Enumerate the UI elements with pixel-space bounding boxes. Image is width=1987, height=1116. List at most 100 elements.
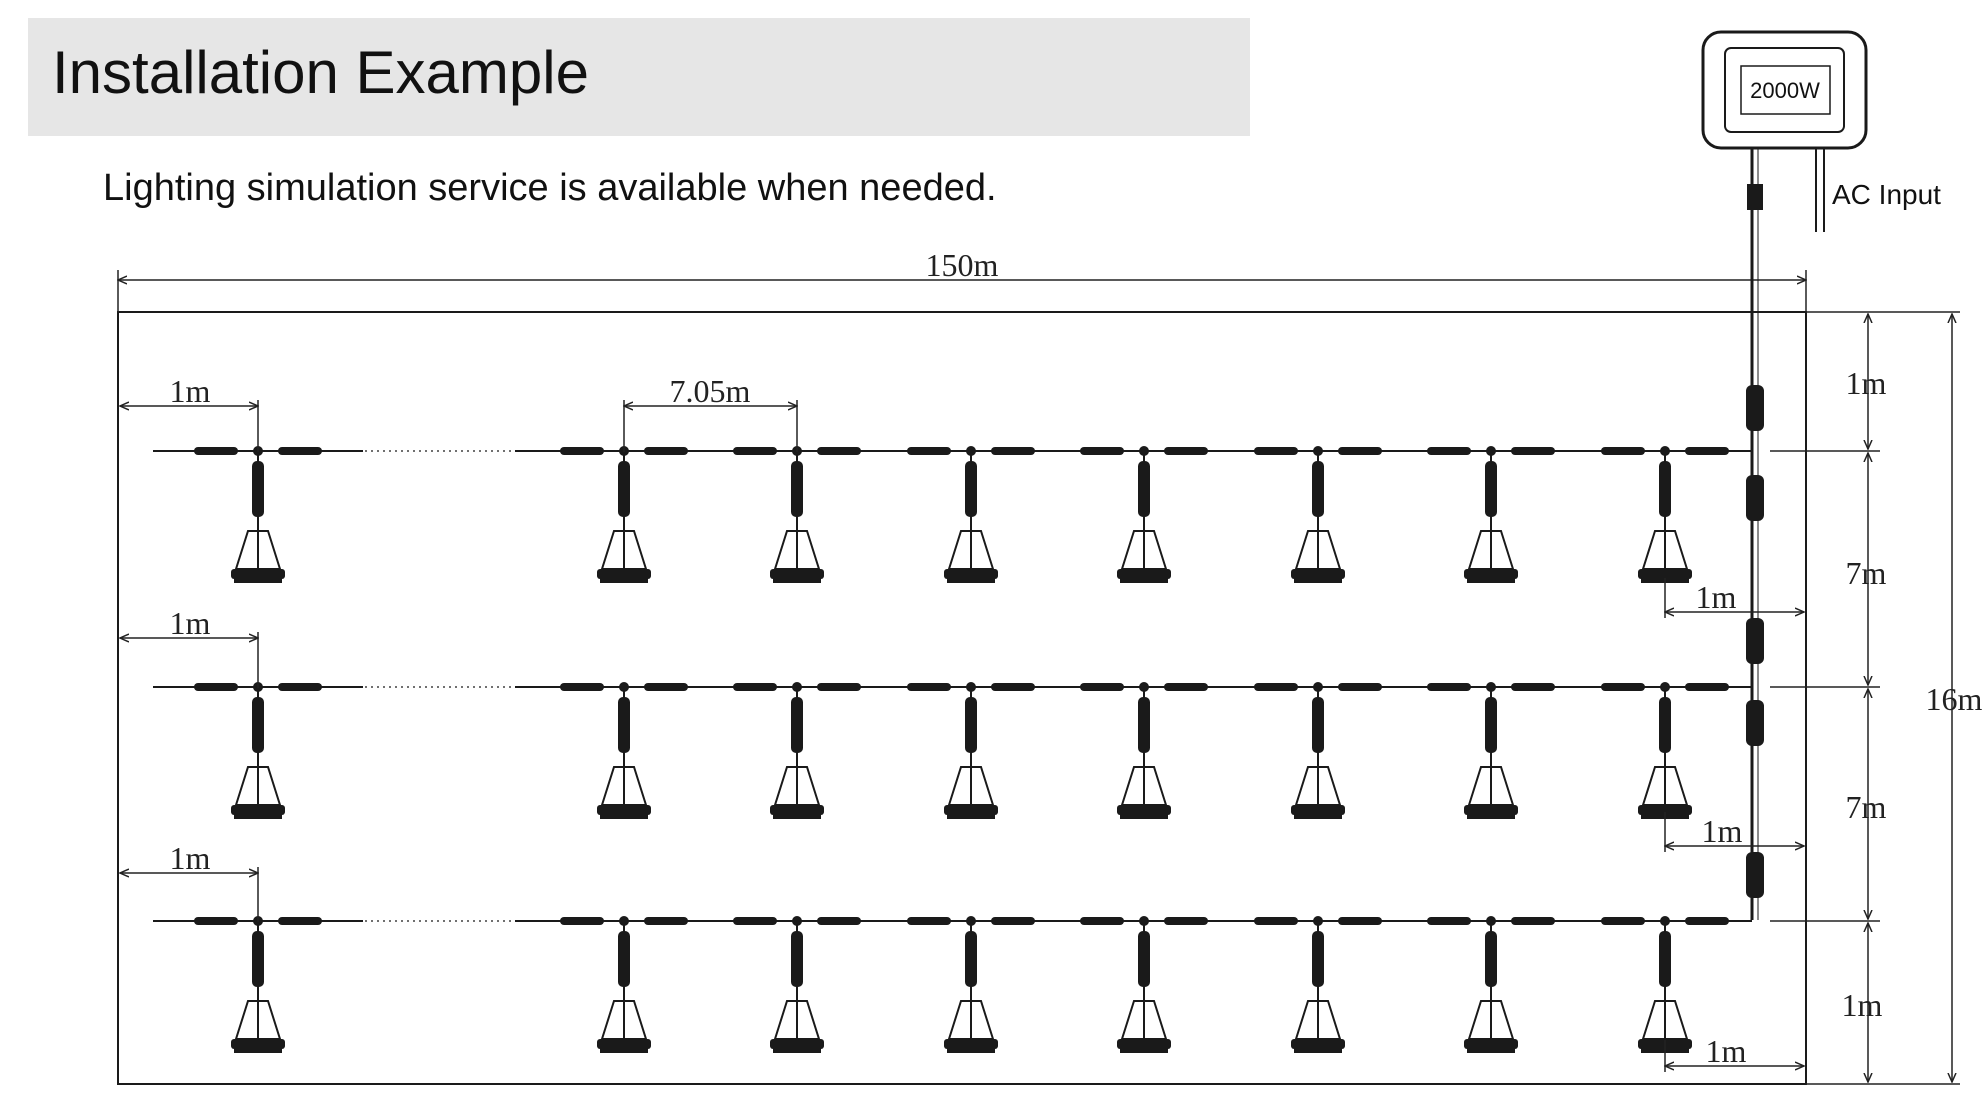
row-3-connector-1-a bbox=[194, 917, 238, 925]
row-2-connector-3-b bbox=[817, 683, 861, 691]
row-3-fixture-8 bbox=[1638, 921, 1692, 1053]
row-2-fixture-7-lamp-body bbox=[1464, 805, 1518, 815]
row-3-connector-6-a bbox=[1254, 917, 1298, 925]
row-1-fixture-8-lamp-body bbox=[1638, 569, 1692, 579]
row-3-connector-8-a bbox=[1601, 917, 1645, 925]
row-3-fixture-7-lamp-body bbox=[1464, 1039, 1518, 1049]
dim-right-row-1: 1m bbox=[1665, 578, 1804, 618]
row-1-fixture-5-lamp-base bbox=[1120, 579, 1168, 583]
row-2-connector-2-b bbox=[644, 683, 688, 691]
row-2-fixture-6-drop-connector bbox=[1312, 697, 1324, 753]
row-1-fixture-6-lamp-body bbox=[1291, 569, 1345, 579]
row-2-fixture-3-lamp-base bbox=[773, 815, 821, 819]
row-1-fixture-6 bbox=[1291, 451, 1345, 583]
row-1-fixture-5-drop-connector bbox=[1138, 461, 1150, 517]
row-2-fixture-6-lamp-body bbox=[1291, 805, 1345, 815]
dim-right-row-2-label: 1m bbox=[1702, 813, 1743, 849]
row-2-fixture-7-lamp-base bbox=[1467, 815, 1515, 819]
row-2-connector-4-a bbox=[907, 683, 951, 691]
row-1-fixture-2 bbox=[597, 451, 651, 583]
row-3-fixture-5 bbox=[1117, 921, 1171, 1053]
row-3-fixture-4-lamp-body bbox=[944, 1039, 998, 1049]
row-1-fixture-1-drop-connector bbox=[252, 461, 264, 517]
row-3-connector-8-b bbox=[1685, 917, 1729, 925]
dim-left-row-3: 1m bbox=[120, 840, 258, 922]
dim-right-row-3-label: 1m bbox=[1706, 1033, 1747, 1069]
row-2-fixture-3 bbox=[770, 687, 824, 819]
row-2-fixture-1-drop-connector bbox=[252, 697, 264, 753]
row-2-fixture-4-drop-connector bbox=[965, 697, 977, 753]
row-3-fixture-2-lamp-body bbox=[597, 1039, 651, 1049]
row-3-fixture-6-drop-connector bbox=[1312, 931, 1324, 987]
row-3-connector-3-a bbox=[733, 917, 777, 925]
row-1-fixture-7 bbox=[1464, 451, 1518, 583]
row-1-connector-7-b bbox=[1511, 447, 1555, 455]
dim-right-row-2: 1m bbox=[1665, 812, 1804, 852]
row-2-connector-4-b bbox=[991, 683, 1035, 691]
row-3-connector-1-b bbox=[278, 917, 322, 925]
row-1-fixture-7-lamp-base bbox=[1467, 579, 1515, 583]
row-2-fixture-3-lamp-body bbox=[770, 805, 824, 815]
dim-left-row-1-label: 1m bbox=[170, 373, 211, 409]
row-3-fixture-1-drop-connector bbox=[252, 931, 264, 987]
row-1-fixture-5-lamp-body bbox=[1117, 569, 1171, 579]
row-2-fixture-5-lamp-body bbox=[1117, 805, 1171, 815]
row-3-fixture-8-drop-connector bbox=[1659, 931, 1671, 987]
row-1-connector-3-a bbox=[733, 447, 777, 455]
row-2-fixture-5-drop-connector bbox=[1138, 697, 1150, 753]
power-supply-label-box bbox=[1740, 65, 1831, 115]
row-2-connector-5-a bbox=[1080, 683, 1124, 691]
feed-connector bbox=[1747, 184, 1763, 210]
row-1-fixture-4-drop-connector bbox=[965, 461, 977, 517]
row-1-connector-8-b bbox=[1685, 447, 1729, 455]
dim-label-total-length: 150m bbox=[926, 247, 999, 283]
row-1-fixture-7-lamp-body bbox=[1464, 569, 1518, 579]
row-3-connector-4-a bbox=[907, 917, 951, 925]
feed-splice-5 bbox=[1746, 852, 1764, 898]
row-2-fixture-4 bbox=[944, 687, 998, 819]
row-1-connector-6-b bbox=[1338, 447, 1382, 455]
row-3-fixture-6 bbox=[1291, 921, 1345, 1053]
row-2-connector-8-a bbox=[1601, 683, 1645, 691]
row-3-fixture-3-lamp-body bbox=[770, 1039, 824, 1049]
row-3-fixture-5-drop-connector bbox=[1138, 931, 1150, 987]
row-3-fixture-3-lamp-base bbox=[773, 1049, 821, 1053]
row-2-fixture-7-drop-connector bbox=[1485, 697, 1497, 753]
dim-left-row-2-label: 1m bbox=[170, 605, 211, 641]
row-3-fixture-1-lamp-body bbox=[231, 1039, 285, 1049]
row-3-fixture-1-lamp-base bbox=[234, 1049, 282, 1053]
row-2-fixture-5-lamp-base bbox=[1120, 815, 1168, 819]
row-3-fixture-4 bbox=[944, 921, 998, 1053]
dim-edge-top-label: 1m bbox=[1846, 365, 1887, 401]
row-3-fixture-1 bbox=[231, 921, 285, 1053]
dim-fixture-spacing: 7.05m bbox=[624, 373, 797, 452]
row-3-connector-2-a bbox=[560, 917, 604, 925]
row-2-fixture-8-drop-connector bbox=[1659, 697, 1671, 753]
row-2-connector-7-b bbox=[1511, 683, 1555, 691]
row-1-fixture-8 bbox=[1638, 451, 1692, 583]
row-2-fixture-2-drop-connector bbox=[618, 697, 630, 753]
row-3-connector-5-b bbox=[1164, 917, 1208, 925]
row-3-fixture-4-lamp-base bbox=[947, 1049, 995, 1053]
row-2-fixture-7 bbox=[1464, 687, 1518, 819]
row-3-connector-3-b bbox=[817, 917, 861, 925]
dim-fixture-spacing-label: 7.05m bbox=[670, 373, 751, 409]
subtitle: Lighting simulation service is available… bbox=[103, 167, 997, 209]
light-rows bbox=[153, 446, 1752, 1053]
row-1-fixture-3 bbox=[770, 451, 824, 583]
row-1-fixture-1-lamp-body bbox=[231, 569, 285, 579]
row-2-fixture-4-lamp-base bbox=[947, 815, 995, 819]
dim-left-row-2: 1m bbox=[120, 605, 258, 688]
row-2-fixture-2-lamp-body bbox=[597, 805, 651, 815]
row-1-connector-4-a bbox=[907, 447, 951, 455]
row-1-connector-3-b bbox=[817, 447, 861, 455]
row-2-connector-2-a bbox=[560, 683, 604, 691]
row-3-connector-4-b bbox=[991, 917, 1035, 925]
row-1-connector-2-b bbox=[644, 447, 688, 455]
row-2-fixture-8 bbox=[1638, 687, 1692, 819]
row-1-fixture-1 bbox=[231, 451, 285, 583]
row-3-fixture-2 bbox=[597, 921, 651, 1053]
row-2-fixture-2 bbox=[597, 687, 651, 819]
power-supply: 2000W bbox=[1701, 30, 1868, 150]
